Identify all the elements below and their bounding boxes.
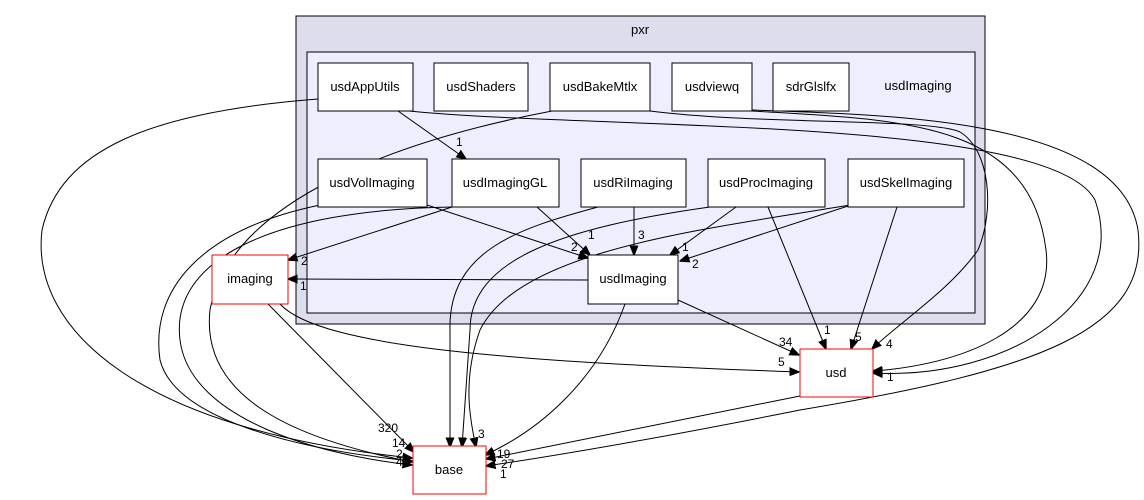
edge-usdVolImaging-usdImaging [426, 204, 588, 258]
edge-usdProcImaging-base [462, 206, 711, 447]
edge-imaging-base [267, 303, 414, 452]
edge-label-base-4: 4 [396, 455, 403, 469]
node-imaging-label: imaging [227, 271, 273, 286]
node-base[interactable]: base [412, 445, 487, 495]
edge-label-procImaging-usdImaging: 1 [682, 240, 689, 254]
node-usdSkelImaging[interactable]: usdSkelImaging [847, 158, 965, 208]
edge-label-bakeMtlx-usd: 4 [886, 337, 893, 351]
node-usdShaders[interactable]: usdShaders [433, 62, 529, 112]
node-usdImagingGL[interactable]: usdImagingGL [451, 158, 560, 208]
edge-label-base-1: 1 [500, 467, 507, 481]
edge-label-skelImaging-usd: 5 [855, 330, 862, 344]
edge-usdviewq-base [486, 109, 1140, 466]
node-usdBakeMtlx[interactable]: usdBakeMtlx [549, 62, 651, 112]
node-imaging[interactable]: imaging [211, 254, 289, 305]
edge-label-imagingGL-usdImaging: 1 [588, 228, 595, 242]
edge-usdProcImaging-usdImaging [670, 206, 737, 255]
cluster-pxr-label[interactable]: pxr [631, 22, 650, 37]
edge-usdImaging-imaging [288, 279, 589, 280]
edge-label-base-27: 27 [501, 457, 515, 471]
node-usdImaging[interactable]: usdImaging [587, 254, 679, 305]
node-usdProcImaging-label: usdProcImaging [719, 175, 813, 190]
edge-label-usdImaging-base: 3 [478, 427, 485, 441]
node-usdviewq-label: usdviewq [685, 79, 739, 94]
edge-usdSkelImaging-usdImaging [680, 205, 849, 261]
edge-label-imaging-usd: 5 [778, 355, 785, 369]
cluster-usdImaging-label[interactable]: usdImaging [884, 78, 951, 93]
edge-usdImaging-usd [677, 299, 799, 355]
edge-usdSkelImaging-base [468, 204, 851, 447]
node-sdrGlslfx-label: sdrGlslfx [786, 79, 837, 94]
edge-usdRiImaging-base [450, 206, 599, 447]
node-usdRiImaging-label: usdRiImaging [593, 175, 673, 190]
edge-label-usdImaging-usd: 34 [779, 335, 793, 349]
node-usdVolImaging[interactable]: usdVolImaging [317, 158, 428, 208]
edges [40, 98, 1140, 466]
node-usdShaders-label: usdShaders [446, 79, 516, 94]
edge-label-riImaging-usdImaging: 3 [638, 228, 645, 242]
edge-label-skelImaging-usdImaging: 2 [692, 257, 699, 271]
edge-usdProcImaging-usd [767, 206, 826, 349]
node-usd-label: usd [826, 365, 847, 380]
edge-usdAppUtils-usdImagingGL [397, 110, 466, 159]
node-usdVolImaging-label: usdVolImaging [329, 175, 414, 190]
edge-label-imagingGL-imaging: 2 [301, 254, 308, 268]
node-usd[interactable]: usd [799, 348, 874, 398]
edge-label-usd-base: 19 [497, 447, 511, 461]
edge-label-base-2: 2 [396, 447, 403, 461]
edge-usdImagingGL-imaging [288, 206, 453, 260]
edge-label-appUtils-imagingGL: 1 [456, 135, 463, 149]
node-usdBakeMtlx-label: usdBakeMtlx [563, 79, 638, 94]
node-usdImagingGL-label: usdImagingGL [463, 175, 548, 190]
edge-label-procImaging-usd: 1 [824, 323, 831, 337]
node-usdProcImaging[interactable]: usdProcImaging [707, 158, 826, 208]
edge-label-volImaging-usdImaging: 2 [571, 240, 578, 254]
node-base-label: base [435, 462, 463, 477]
edge-usdAppUtils-base [40, 98, 412, 458]
edge-usdSkelImaging-usd [851, 206, 898, 349]
edge-label-usdImaging-imaging: 1 [300, 279, 307, 293]
edge-usd-base [486, 395, 801, 459]
edge-label-usdviewq-usd: 1 [887, 370, 894, 384]
node-usdAppUtils[interactable]: usdAppUtils [317, 62, 414, 112]
node-usdImaging-label: usdImaging [599, 271, 666, 286]
edge-usdImagingGL-usdImaging [536, 206, 590, 255]
node-usdRiImaging[interactable]: usdRiImaging [580, 158, 687, 208]
node-sdrGlslfx[interactable]: sdrGlslfx [772, 62, 850, 112]
edge-label-base-14: 14 [392, 436, 406, 450]
node-usdSkelImaging-label: usdSkelImaging [860, 175, 953, 190]
edge-usdviewq-usd [751, 110, 1048, 371]
node-usdviewq[interactable]: usdviewq [671, 62, 753, 112]
edge-usdImagingGL-base [178, 206, 453, 465]
nodes: usdAppUtils usdShaders usdBakeMtlx usdvi… [211, 62, 965, 495]
edge-usdAppUtils-usd [408, 110, 1102, 373]
edge-label-imaging-base: 320 [378, 421, 398, 435]
node-usdAppUtils-label: usdAppUtils [330, 79, 400, 94]
edge-usdBakeMtlx-usd [649, 110, 989, 349]
edge-usdImaging-base [485, 303, 626, 455]
